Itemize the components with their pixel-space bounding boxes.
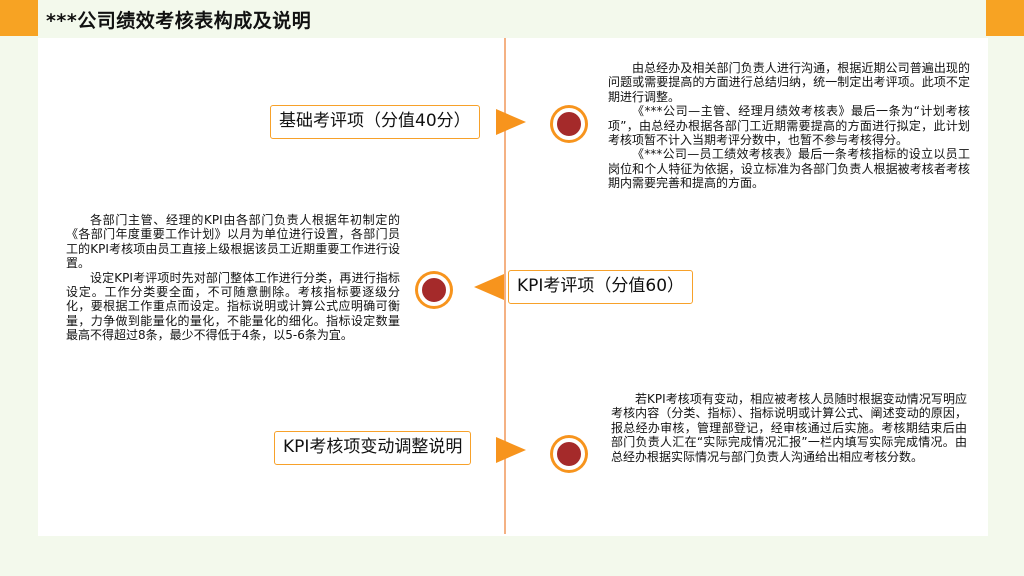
arrow-left-icon xyxy=(474,274,504,300)
timeline-node-3 xyxy=(553,438,585,470)
label-basic-evaluation: 基础考评项（分值40分） xyxy=(270,105,480,139)
header-corner-right xyxy=(986,0,1024,36)
page-title: ***公司绩效考核表构成及说明 xyxy=(46,10,312,32)
paragraph: 各部门主管、经理的KPI由各部门负责人根据年初制定的《各部门年度重要工作计划》以… xyxy=(66,213,400,271)
paragraph: 设定KPI考评项时先对部门整体工作进行分类，再进行指标设定。工作分类要全面，不可… xyxy=(66,270,400,343)
paragraph: 《***公司—主管、经理月绩效考核表》最后一条为“计划考核项”，由总经办根据各部… xyxy=(608,104,970,148)
label-kpi-evaluation: KPI考评项（分值60） xyxy=(508,270,694,304)
timeline-node-1 xyxy=(553,108,585,140)
header-corner-left xyxy=(0,0,38,36)
arrow-right-icon xyxy=(496,437,526,463)
text-basic-evaluation: 由总经办及相关部门负责人进行沟通，根据近期公司普遍出现的问题或需要提高的方面进行… xyxy=(608,61,970,191)
paragraph: 《***公司—员工绩效考核表》最后一条考核指标的设立以员工岗位和个人特征为依据，… xyxy=(608,147,970,191)
arrow-right-icon xyxy=(496,109,526,135)
text-kpi-adjustment: 若KPI考核项有变动，相应被考核人员随时根据变动情况写明应考核内容（分类、指标）… xyxy=(611,392,967,464)
text-kpi-evaluation: 各部门主管、经理的KPI由各部门负责人根据年初制定的《各部门年度重要工作计划》以… xyxy=(66,213,400,343)
timeline-spine xyxy=(504,38,506,534)
paragraph: 若KPI考核项有变动，相应被考核人员随时根据变动情况写明应考核内容（分类、指标）… xyxy=(611,392,967,464)
paragraph: 由总经办及相关部门负责人进行沟通，根据近期公司普遍出现的问题或需要提高的方面进行… xyxy=(608,61,970,104)
label-kpi-adjustment: KPI考核项变动调整说明 xyxy=(274,431,472,465)
timeline-node-2 xyxy=(418,274,450,306)
